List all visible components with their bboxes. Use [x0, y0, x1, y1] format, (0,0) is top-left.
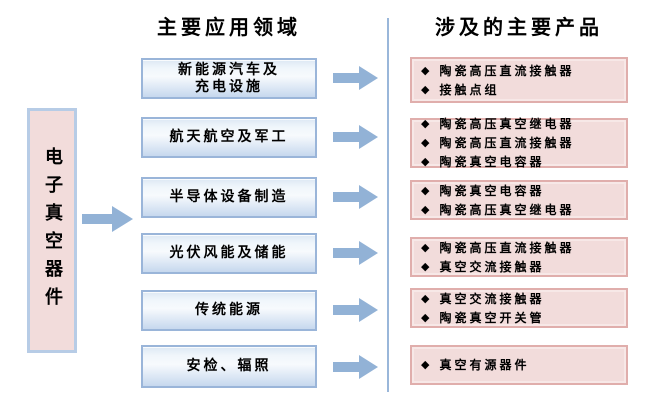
- diamond-bullet-icon: ◆: [421, 117, 430, 130]
- product-label: 陶瓷高压真空继电器: [439, 117, 575, 131]
- app-box-new-energy-vehicles: 新能源汽车及 充电设施: [141, 58, 317, 99]
- app-box-label: 新能源汽车及: [178, 61, 280, 78]
- product-item: ◆ 真空交流接触器: [421, 259, 626, 275]
- diamond-bullet-icon: ◆: [421, 291, 430, 305]
- row-arrow-icon: [333, 66, 378, 90]
- product-label: 陶瓷高压真空继电器: [439, 202, 575, 217]
- app-box-label: 航天航空及军工: [169, 129, 289, 145]
- app-box-security-irradiation: 安检、辐照: [141, 345, 317, 388]
- diamond-bullet-icon: ◆: [421, 358, 430, 371]
- product-item: ◆ 接触点组: [421, 82, 626, 98]
- product-item: ◆ 陶瓷高压真空继电器: [421, 116, 626, 132]
- app-box-label: 光伏风能及储能: [169, 245, 289, 261]
- product-label: 真空交流接触器: [439, 291, 545, 306]
- product-item: ◆ 真空交流接触器: [421, 291, 626, 307]
- product-label: 陶瓷真空开关管: [439, 310, 545, 325]
- product-box-photovoltaic-wind-storage: ◆ 陶瓷高压直流接触器 ◆ 真空交流接触器: [410, 237, 628, 277]
- product-item: ◆ 陶瓷高压真空继电器: [421, 202, 626, 218]
- main-right-arrow-icon: [82, 206, 133, 232]
- product-item: ◆ 陶瓷高压直流接触器: [421, 135, 626, 151]
- category-box: 电子真空器件: [27, 108, 77, 353]
- product-label: 陶瓷高压直流接触器: [439, 136, 575, 150]
- product-label: 真空有源器件: [439, 358, 530, 372]
- app-box-label: 安检、辐照: [186, 358, 272, 374]
- product-item: ◆ 陶瓷真空电容器: [421, 154, 626, 170]
- app-box-photovoltaic-wind-storage: 光伏风能及储能: [141, 233, 317, 274]
- diamond-bullet-icon: ◆: [421, 155, 430, 168]
- product-label: 陶瓷高压直流接触器: [439, 63, 575, 78]
- row-arrow-icon: [333, 185, 378, 209]
- product-item: ◆ 陶瓷真空开关管: [421, 310, 626, 326]
- category-label: 电子真空器件: [42, 146, 63, 315]
- row-arrow-icon: [333, 125, 378, 149]
- diamond-bullet-icon: ◆: [421, 202, 430, 216]
- products-column-header: 涉及的主要产品: [435, 15, 603, 39]
- diamond-bullet-icon: ◆: [421, 63, 430, 77]
- product-item: ◆ 陶瓷高压直流接触器: [421, 63, 626, 79]
- product-box-traditional-energy: ◆ 真空交流接触器 ◆ 陶瓷真空开关管: [410, 288, 628, 328]
- diamond-bullet-icon: ◆: [421, 310, 430, 324]
- row-arrow-icon: [333, 355, 378, 379]
- app-box-label: 传统能源: [195, 302, 263, 318]
- product-box-aerospace-military: ◆ 陶瓷高压真空继电器 ◆ 陶瓷高压直流接触器 ◆ 陶瓷真空电容器: [410, 116, 628, 170]
- product-label: 陶瓷真空电容器: [439, 183, 545, 198]
- product-label: 陶瓷真空电容器: [439, 155, 545, 169]
- row-arrow-icon: [333, 298, 378, 322]
- product-label: 真空交流接触器: [439, 259, 545, 274]
- column-divider-line: [387, 18, 389, 392]
- product-box-semiconductor-equipment: ◆ 陶瓷真空电容器 ◆ 陶瓷高压真空继电器: [410, 180, 628, 220]
- product-box-new-energy-vehicles: ◆ 陶瓷高压直流接触器 ◆ 接触点组: [410, 57, 628, 103]
- app-box-semiconductor-equipment: 半导体设备制造: [141, 177, 317, 218]
- row-arrow-icon: [333, 241, 378, 265]
- diamond-bullet-icon: ◆: [421, 240, 430, 254]
- diamond-bullet-icon: ◆: [421, 136, 430, 149]
- product-label: 接触点组: [439, 82, 500, 97]
- diamond-bullet-icon: ◆: [421, 259, 430, 273]
- app-box-label: 半导体设备制造: [169, 189, 289, 205]
- product-item: ◆ 陶瓷真空电容器: [421, 183, 626, 199]
- diamond-bullet-icon: ◆: [421, 183, 430, 197]
- product-item: ◆ 陶瓷高压直流接触器: [421, 240, 626, 256]
- product-label: 陶瓷高压直流接触器: [439, 240, 575, 255]
- diamond-bullet-icon: ◆: [421, 82, 430, 96]
- app-box-aerospace-military: 航天航空及军工: [141, 117, 317, 158]
- app-box-traditional-energy: 传统能源: [141, 290, 317, 331]
- applications-column-header: 主要应用领域: [157, 15, 301, 39]
- product-item: ◆ 真空有源器件: [421, 357, 626, 373]
- product-box-security-irradiation: ◆ 真空有源器件: [410, 345, 628, 385]
- app-box-label: 充电设施: [195, 78, 263, 95]
